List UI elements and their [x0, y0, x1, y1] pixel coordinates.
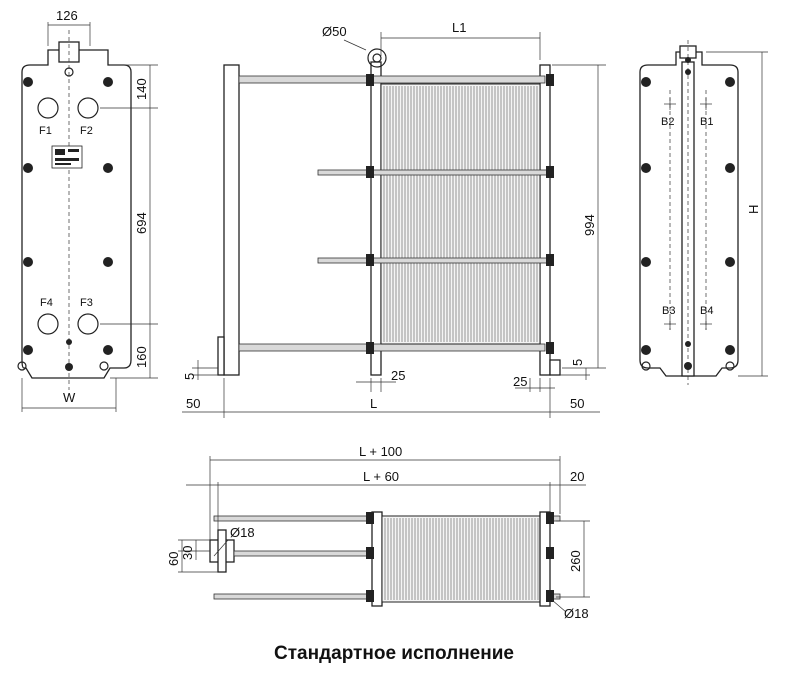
dim-L-plus-100: L + 100 — [359, 444, 402, 459]
dim-d18-right: Ø18 — [564, 606, 589, 621]
front-view: F1 F2 F4 F3 126 140 694 160 W — [17, 8, 158, 412]
dim-L1: L1 — [452, 20, 466, 35]
label-B4: B4 — [700, 305, 713, 317]
rear-view: B2 B1 B3 B4 H — [639, 40, 768, 385]
dim-L-plus-60: L + 60 — [363, 469, 399, 484]
dim-60: 60 — [166, 552, 181, 566]
label-B1: B1 — [700, 116, 713, 128]
dim-30: 30 — [180, 546, 195, 560]
dim-W: W — [63, 390, 76, 405]
dim-d50: Ø50 — [322, 24, 347, 39]
dim-20: 20 — [570, 469, 584, 484]
dim-50-right: 50 — [570, 396, 584, 411]
label-B3: B3 — [662, 305, 675, 317]
dim-260: 260 — [568, 550, 583, 572]
dim-50-left: 50 — [186, 396, 200, 411]
caption: Стандартное исполнение — [274, 643, 514, 664]
dim-25-left: 25 — [391, 368, 405, 383]
top-view: L + 100 L + 60 20 Ø18 60 30 260 Ø18 — [166, 444, 590, 621]
dim-5-right: 5 — [570, 359, 585, 366]
label-F1: F1 — [39, 125, 52, 137]
dim-140: 140 — [134, 78, 149, 100]
label-F4: F4 — [40, 297, 53, 309]
dim-L: L — [370, 396, 377, 411]
dim-994: 994 — [582, 214, 597, 236]
dim-d18-left: Ø18 — [230, 525, 255, 540]
dim-160: 160 — [134, 346, 149, 368]
side-view: Ø50 L1 994 5 5 25 25 50 L — [182, 20, 606, 418]
dim-694: 694 — [134, 212, 149, 234]
label-B2: B2 — [661, 116, 674, 128]
dim-5-left: 5 — [182, 373, 197, 380]
label-F3: F3 — [80, 297, 93, 309]
dim-H: H — [746, 205, 761, 214]
label-F2: F2 — [80, 125, 93, 137]
dim-25-right: 25 — [513, 374, 527, 389]
dim-126: 126 — [56, 8, 78, 23]
